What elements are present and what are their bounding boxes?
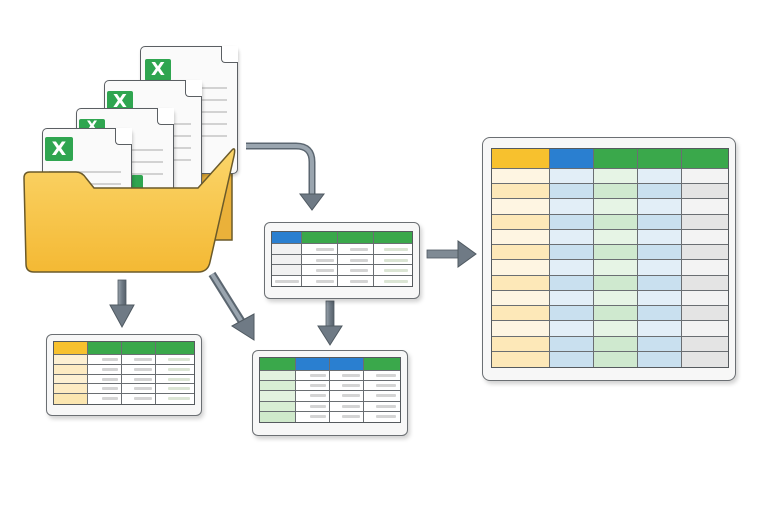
table-cell xyxy=(594,199,638,215)
master-table-grid xyxy=(491,148,729,368)
arrow-down-icon xyxy=(317,300,343,346)
table-cell xyxy=(594,260,638,276)
header-cell xyxy=(88,342,122,355)
arrow-down-icon xyxy=(109,279,135,329)
table-cell xyxy=(492,169,550,185)
header-cell xyxy=(54,342,88,355)
source-folder-group: X X X X xyxy=(20,40,250,280)
header-cell xyxy=(338,232,374,244)
table-cell xyxy=(550,184,594,200)
table-cell xyxy=(492,260,550,276)
table-cell xyxy=(550,229,594,246)
table-cell xyxy=(682,290,728,307)
table-cell xyxy=(638,169,682,185)
table-cell xyxy=(550,290,594,307)
table-cell xyxy=(550,306,594,322)
table-cell xyxy=(682,306,728,322)
table-cell xyxy=(492,199,550,215)
table-cell xyxy=(682,199,728,215)
table-cell xyxy=(492,321,550,337)
table-cell xyxy=(638,321,682,337)
table-cell xyxy=(682,214,728,230)
table-cell xyxy=(594,321,638,337)
master-table xyxy=(482,137,736,381)
header-cell xyxy=(492,149,550,169)
table-cell xyxy=(638,290,682,307)
table-cell xyxy=(594,275,638,291)
header-cell xyxy=(156,342,194,355)
arrow-diagonal-icon xyxy=(208,271,255,341)
table-cell xyxy=(492,306,550,322)
table-b-grid xyxy=(53,341,195,405)
table-cell xyxy=(638,245,682,261)
table-cell xyxy=(550,245,594,261)
table-cell xyxy=(682,260,728,276)
table-cell xyxy=(682,245,728,261)
table-cell xyxy=(550,260,594,276)
arrow-elbow-icon xyxy=(246,142,325,211)
table-cell xyxy=(492,351,550,367)
header-cell xyxy=(330,358,364,371)
table-cell xyxy=(682,275,728,291)
table-cell xyxy=(594,351,638,367)
header-cell xyxy=(122,342,156,355)
table-cell xyxy=(638,184,682,200)
table-cell xyxy=(550,199,594,215)
table-cell xyxy=(638,214,682,230)
table-cell xyxy=(492,214,550,230)
table-cell xyxy=(550,321,594,337)
header-cell xyxy=(594,149,638,169)
table-cell xyxy=(638,306,682,322)
table-cell xyxy=(638,351,682,367)
table-cell xyxy=(638,275,682,291)
header-cell xyxy=(550,149,594,169)
table-cell xyxy=(638,260,682,276)
folder-icon xyxy=(23,148,236,273)
table-cell xyxy=(682,229,728,246)
table-cell xyxy=(550,169,594,185)
table-a-grid xyxy=(271,231,413,287)
table-cell xyxy=(682,321,728,337)
table-cell xyxy=(638,336,682,352)
table-cell xyxy=(682,184,728,200)
table-cell xyxy=(594,214,638,230)
table-cell xyxy=(492,290,550,307)
table-cell xyxy=(638,229,682,246)
header-cell xyxy=(638,149,682,169)
header-cell xyxy=(260,358,296,371)
header-cell xyxy=(364,358,400,371)
table-c-grid xyxy=(259,357,401,423)
table-cell xyxy=(638,199,682,215)
table-cell xyxy=(594,169,638,185)
table-cell xyxy=(492,184,550,200)
table-cell xyxy=(492,229,550,246)
arrow-right-icon xyxy=(426,240,477,268)
table-cell xyxy=(492,245,550,261)
table-cell xyxy=(594,306,638,322)
table-cell xyxy=(682,351,728,367)
table-cell xyxy=(492,275,550,291)
header-cell xyxy=(296,358,330,371)
header-cell xyxy=(682,149,728,169)
header-cell xyxy=(302,232,338,244)
table-cell xyxy=(550,351,594,367)
table-cell xyxy=(594,290,638,307)
intermediate-table-c xyxy=(252,350,408,436)
intermediate-table-b xyxy=(46,334,202,416)
header-cell xyxy=(374,232,412,244)
table-cell xyxy=(550,275,594,291)
table-cell xyxy=(550,336,594,352)
table-cell xyxy=(594,184,638,200)
intermediate-table-a xyxy=(264,222,420,299)
header-cell xyxy=(272,232,302,244)
table-cell xyxy=(550,214,594,230)
table-cell xyxy=(594,229,638,246)
table-cell xyxy=(682,336,728,352)
table-cell xyxy=(594,245,638,261)
table-cell xyxy=(492,336,550,352)
table-cell xyxy=(682,169,728,185)
table-cell xyxy=(594,336,638,352)
